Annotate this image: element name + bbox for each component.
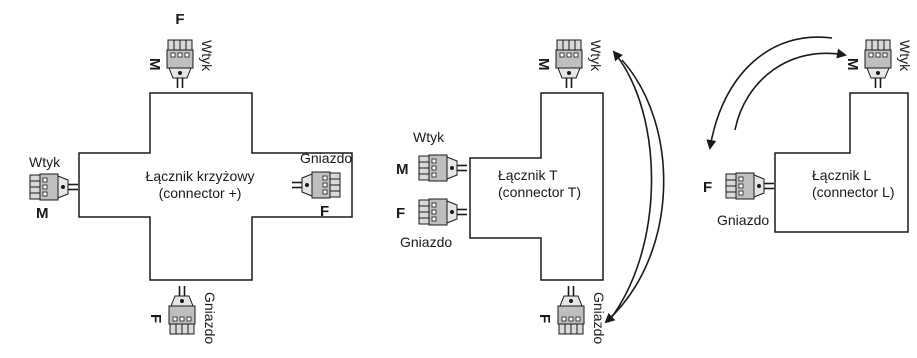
- ell-left-label: Gniazdo: [717, 212, 769, 228]
- tee-name-line1: Łącznik T: [498, 167, 558, 183]
- cross-right-gender: F: [320, 203, 329, 220]
- tee-left-upper-gender: M: [396, 161, 409, 178]
- ell-left-connector-icon: [725, 172, 775, 200]
- ell-name-line1: Łącznik L: [812, 167, 871, 183]
- tee-top-connector-icon: [555, 39, 583, 89]
- cross-top-extra-gender: F: [175, 11, 184, 28]
- tee-left-lower-connector-icon: [418, 198, 468, 226]
- tee-bottom-gender: F: [536, 314, 553, 323]
- cross-left-label: Wtyk: [29, 154, 61, 170]
- ell-body: [774, 92, 909, 233]
- ell-arrow-out-icon: [734, 48, 847, 131]
- cross-name-line1: Łącznik krzyżowy: [146, 168, 255, 184]
- tee-body: [469, 92, 604, 281]
- ell-name-line2: (connector L): [812, 184, 894, 200]
- tee-top-gender: M: [535, 58, 552, 71]
- cross-left-connector-icon: [29, 173, 79, 201]
- cross-connector: Łącznik krzyżowy (connector +) F Wtyk M …: [29, 11, 353, 344]
- cross-bottom-gender: F: [147, 314, 164, 323]
- cross-right-label: Gniazdo: [300, 150, 352, 166]
- cross-bottom-connector-icon: [168, 285, 196, 335]
- cross-bottom-label: Gniazdo: [202, 292, 218, 344]
- tee-name-line2: (connector T): [498, 184, 581, 200]
- ell-left-gender: F: [703, 179, 712, 196]
- ell-top-gender: M: [844, 58, 861, 71]
- tee-left-lower-label: Gniazdo: [400, 234, 452, 250]
- tee-connector: Łącznik T (connector T) Wtyk M Wtyk M Gn…: [396, 39, 665, 344]
- cross-body: [78, 92, 353, 281]
- tee-arrow-up-icon: [607, 50, 653, 323]
- cross-left-gender: M: [36, 205, 49, 222]
- ell-connector: Łącznik L (connector L) Wtyk M Gniazdo F: [703, 36, 913, 233]
- tee-left-upper-label: Wtyk: [413, 129, 445, 145]
- tee-bottom-connector-icon: [557, 285, 585, 335]
- cross-top-label: Wtyk: [199, 40, 215, 72]
- tee-left-upper-connector-icon: [418, 154, 468, 182]
- ell-arrow-in-icon: [706, 36, 833, 150]
- cross-name-line2: (connector +): [159, 185, 242, 201]
- cross-top-connector-icon: [166, 39, 194, 89]
- ell-top-label: Wtyk: [897, 40, 913, 72]
- tee-bottom-label: Gniazdo: [591, 292, 607, 344]
- tee-arrow-down-icon: [604, 59, 665, 324]
- tee-top-label: Wtyk: [588, 40, 604, 72]
- tee-left-lower-gender: F: [396, 205, 405, 222]
- cross-top-gender: M: [146, 58, 163, 71]
- ell-top-connector-icon: [864, 39, 892, 89]
